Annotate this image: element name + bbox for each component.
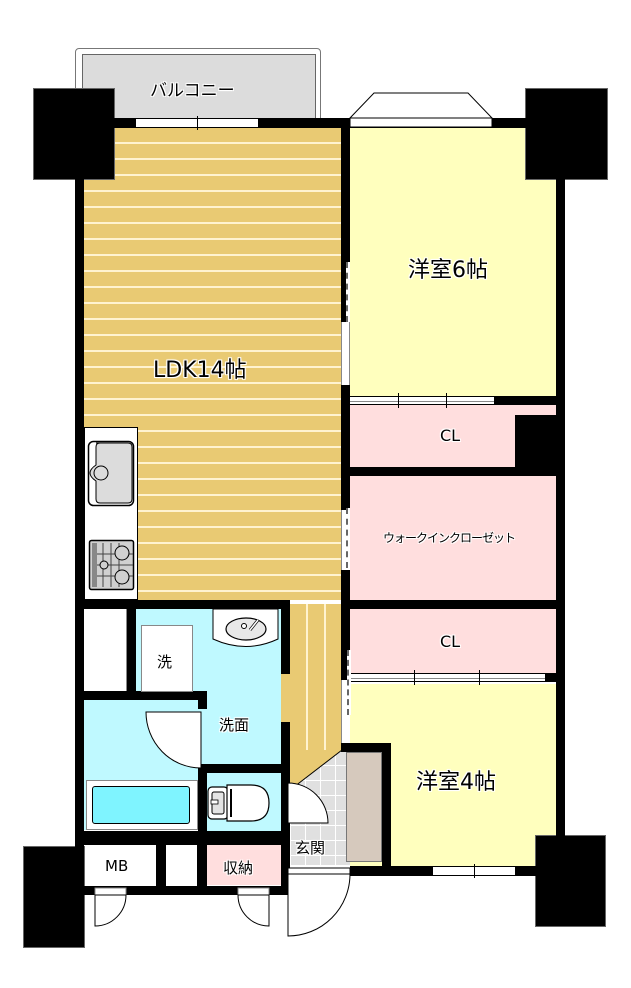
storage-door[interactable] [237,887,272,930]
linen-cupboard [84,609,127,691]
wall-shoe-top [341,743,391,752]
window-room4[interactable] [432,864,516,878]
entrance-label: 玄関 [295,839,326,857]
closet-lower-label: CL [440,632,461,651]
washer-space [141,625,193,692]
wic-door-track [346,508,350,568]
wall-bottom-left [75,886,290,895]
gas-stove-icon [88,539,135,591]
mb-door[interactable] [94,887,129,930]
window-ldk-balcony[interactable] [135,116,259,130]
wall-top [75,118,565,128]
western-room-6 [350,128,556,396]
wall-closet-upper-bottom [341,467,565,476]
wall-left [75,118,84,888]
bath-door[interactable] [145,711,206,770]
front-door[interactable] [287,867,354,940]
wall-wic-bottom [341,600,565,609]
storage-label: 収納 [223,859,254,877]
wall-bath-top [75,691,207,700]
wall-bath-right-stub [198,691,207,709]
room6-door[interactable] [341,322,350,385]
wall-ldk-bottom [75,600,290,609]
small-cupboard [166,845,197,886]
room6-door-track [346,262,350,322]
wall-room6-bottom [494,396,564,405]
pillar-bottom-right [535,835,606,927]
wall-closet-block [515,415,560,468]
wall-center [341,118,350,323]
wall-washroom-right-2 [281,722,290,887]
wall-center-2 [341,385,350,510]
room4-door-track [347,650,351,715]
room4-door[interactable] [341,680,350,743]
wall-toilet-left [198,764,207,839]
closet-upper-label: CL [440,426,461,445]
pillar-top-left [33,88,115,180]
closet-lower [350,609,556,679]
washer-label: 洗 [157,653,173,671]
walk-in-closet-label: ウォークインクローゼット [383,531,516,545]
washroom-door[interactable] [281,674,290,722]
meter-box [104,845,156,886]
wall-closet-lower-end [545,673,565,682]
closet-lower-sliding-door[interactable] [350,670,545,685]
ldk-label: LDK14帖 [153,358,247,383]
wall-storage-divider [197,845,207,887]
bathtub-basin [92,786,190,824]
storage-room [207,845,282,885]
walk-in-closet [350,476,556,600]
washroom-label: 洗面 [219,716,250,734]
bay-window[interactable] [348,92,495,129]
wic-door[interactable] [341,510,350,570]
wash-basin-icon [212,608,279,647]
wall-washroom-right [281,609,290,674]
western-room-4-label: 洋室4帖 [416,770,496,795]
kitchen-sink-icon [87,440,135,507]
wall-shoe-right [382,743,391,876]
entrance-step-line [289,749,343,791]
wall-washer-divider [127,609,136,699]
shoe-cabinet [346,752,382,862]
wall-right [556,118,565,838]
wall-hall-center [341,650,350,680]
closet-upper-sliding-door[interactable] [350,393,494,408]
balcony-label: バルコニー [150,81,235,101]
wall-mb-divider [156,845,166,887]
pillar-top-right [525,88,608,180]
wall-toilet-top [198,764,290,773]
balcony [82,54,316,130]
toilet-icon [207,784,270,822]
toilet-door[interactable] [287,782,332,833]
wall-bath-bottom [75,831,290,845]
meter-box-label: MB [105,857,129,875]
western-room-6-label: 洋室6帖 [408,258,488,283]
wall-center-3 [341,570,350,650]
pillar-bottom-left [23,846,85,948]
